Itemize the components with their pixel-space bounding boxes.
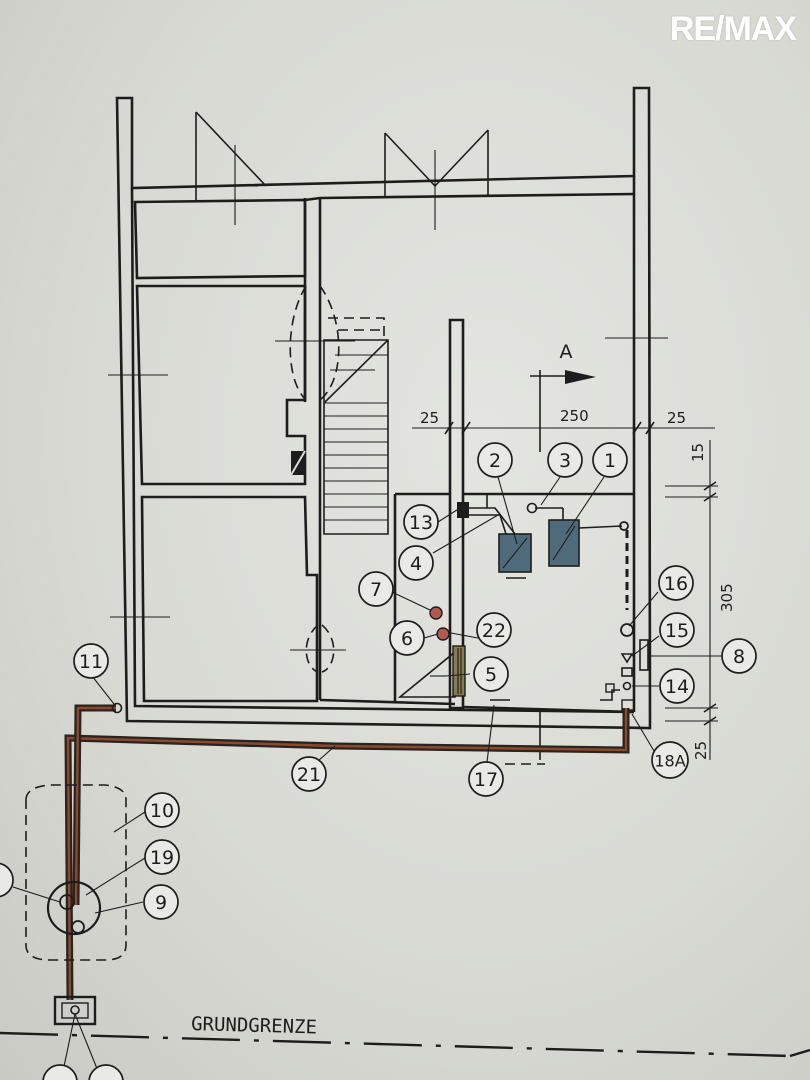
fill-shaft bbox=[53, 995, 97, 1026]
callout-14: 14 bbox=[659, 668, 695, 704]
equipment bbox=[397, 494, 649, 765]
callout-1: 1 bbox=[592, 442, 628, 478]
callout-5: 5 bbox=[473, 656, 509, 692]
callout-leaders bbox=[12, 476, 722, 914]
svg-text:2: 2 bbox=[489, 450, 501, 472]
supply-pipe bbox=[0, 702, 630, 1080]
section-marker: A bbox=[530, 341, 596, 452]
callout-19: 19 bbox=[144, 839, 180, 875]
svg-text:11: 11 bbox=[79, 651, 103, 673]
outer-walls bbox=[115, 86, 652, 730]
svg-text:7: 7 bbox=[370, 579, 382, 601]
upper-rooms bbox=[133, 192, 635, 402]
callout-9: 9 bbox=[143, 884, 179, 920]
callout-13: 13 bbox=[403, 504, 439, 540]
callout-18a: 18A bbox=[651, 741, 689, 779]
callout-8: 8 bbox=[721, 638, 757, 674]
svg-text:19: 19 bbox=[150, 847, 174, 869]
callout-22: 22 bbox=[476, 612, 512, 648]
callout-16: 16 bbox=[658, 565, 694, 601]
callout-17: 17 bbox=[468, 761, 504, 797]
dim-left-25: 25 bbox=[420, 409, 439, 427]
property-boundary-label: GRUNDGRENZE bbox=[191, 1013, 317, 1039]
svg-text:14: 14 bbox=[665, 676, 689, 698]
svg-text:16: 16 bbox=[664, 573, 688, 595]
callout-7: 7 bbox=[358, 571, 394, 607]
dim-250: 250 bbox=[560, 407, 589, 425]
callout-4: 4 bbox=[398, 545, 434, 581]
svg-text:17: 17 bbox=[474, 769, 498, 791]
svg-text:15: 15 bbox=[665, 620, 689, 642]
section-marker-label: A bbox=[560, 341, 573, 363]
svg-text:8: 8 bbox=[733, 646, 745, 668]
tank-manhole bbox=[46, 880, 102, 936]
remax-logo: RE/MAX bbox=[669, 10, 797, 48]
dimension-lines: 25 250 25 15 305 25 bbox=[412, 407, 736, 760]
svg-text:3: 3 bbox=[559, 450, 571, 472]
chimney-connector bbox=[457, 502, 469, 518]
callout-15: 15 bbox=[659, 612, 695, 648]
svg-text:18A: 18A bbox=[654, 752, 685, 771]
pump-icon bbox=[620, 623, 634, 637]
property-boundary: GRUNDGRENZE bbox=[0, 1013, 810, 1058]
dim-15: 15 bbox=[689, 443, 707, 462]
svg-text:4: 4 bbox=[410, 553, 422, 575]
svg-text:1: 1 bbox=[604, 450, 616, 472]
valve-red-upper bbox=[429, 606, 443, 620]
dim-bottom-25: 25 bbox=[692, 741, 710, 760]
dim-right-25: 25 bbox=[667, 409, 686, 427]
callout-10: 10 bbox=[144, 792, 180, 828]
callout-3: 3 bbox=[547, 442, 583, 478]
callout-11: 11 bbox=[73, 643, 109, 679]
callout-6: 6 bbox=[389, 620, 425, 656]
svg-text:13: 13 bbox=[409, 512, 433, 534]
callout-2: 2 bbox=[477, 442, 513, 478]
openings bbox=[108, 111, 668, 673]
dim-305: 305 bbox=[718, 583, 736, 612]
callout-21: 21 bbox=[291, 756, 327, 792]
svg-text:6: 6 bbox=[401, 628, 413, 650]
svg-text:22: 22 bbox=[482, 620, 506, 642]
valve-red-lower bbox=[436, 627, 450, 641]
svg-text:10: 10 bbox=[150, 800, 174, 822]
svg-text:21: 21 bbox=[297, 764, 321, 786]
svg-text:9: 9 bbox=[155, 892, 167, 914]
svg-text:5: 5 bbox=[485, 664, 497, 686]
staircase bbox=[290, 317, 389, 535]
